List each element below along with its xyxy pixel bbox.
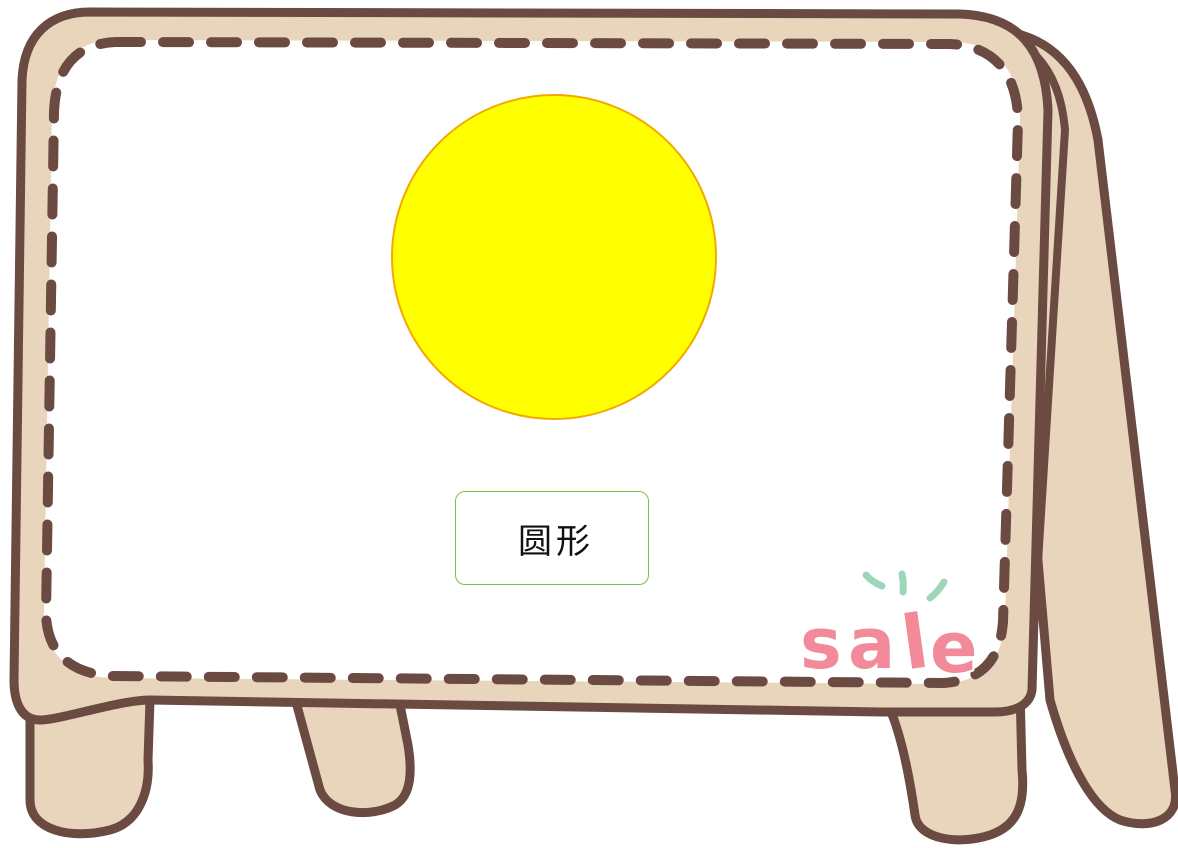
sale-letter-e: e bbox=[930, 607, 977, 689]
dashed-stitching bbox=[40, 36, 1024, 689]
yellow-circle-shape bbox=[391, 94, 717, 420]
shape-name-label: 圆形 bbox=[455, 491, 649, 585]
sparkle-accent-left bbox=[862, 571, 886, 590]
front-leg-middle bbox=[285, 675, 415, 818]
sale-letter-a: a bbox=[848, 603, 895, 685]
front-leg-right bbox=[875, 685, 1028, 845]
sale-letter-s: s bbox=[800, 603, 842, 685]
sparkle-accent-right bbox=[926, 578, 948, 602]
sparkle-accent-middle bbox=[898, 570, 907, 596]
sale-sticker: s a l e bbox=[798, 570, 979, 691]
shape-name-text: 圆形 bbox=[518, 521, 594, 562]
